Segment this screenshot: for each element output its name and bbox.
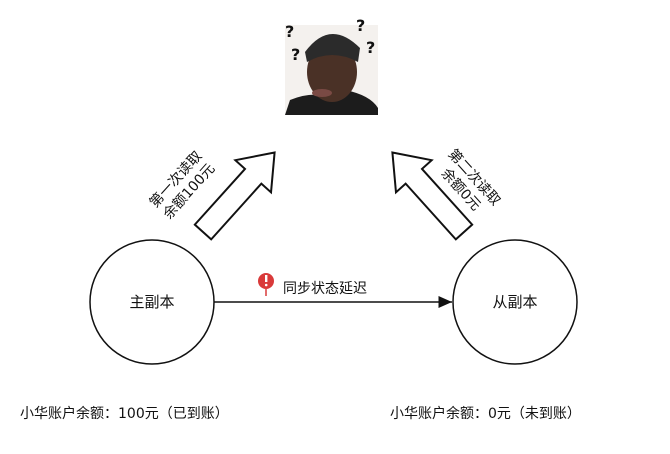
svg-text:从副本: 从副本 bbox=[492, 293, 537, 311]
second-read-arrow bbox=[391, 151, 474, 241]
primary-balance: 小华账户余额：100元（已到账） bbox=[20, 405, 229, 422]
sync-delay-label: 同步状态延迟 bbox=[283, 281, 367, 297]
confused-person-image: ? ? ? ? bbox=[285, 16, 378, 115]
replica-balance: 小华账户余额：0元（未到账） bbox=[390, 405, 581, 422]
warning-icon bbox=[258, 273, 274, 296]
primary-replica-node: 主副本 bbox=[89, 239, 215, 365]
first-read-arrow bbox=[193, 151, 276, 241]
svg-text:主副本: 主副本 bbox=[129, 293, 174, 311]
question-mark: ? bbox=[356, 16, 365, 35]
question-mark: ? bbox=[285, 22, 294, 41]
question-mark: ? bbox=[366, 38, 375, 57]
question-mark: ? bbox=[291, 45, 300, 64]
secondary-replica-node: 从副本 bbox=[452, 239, 578, 365]
